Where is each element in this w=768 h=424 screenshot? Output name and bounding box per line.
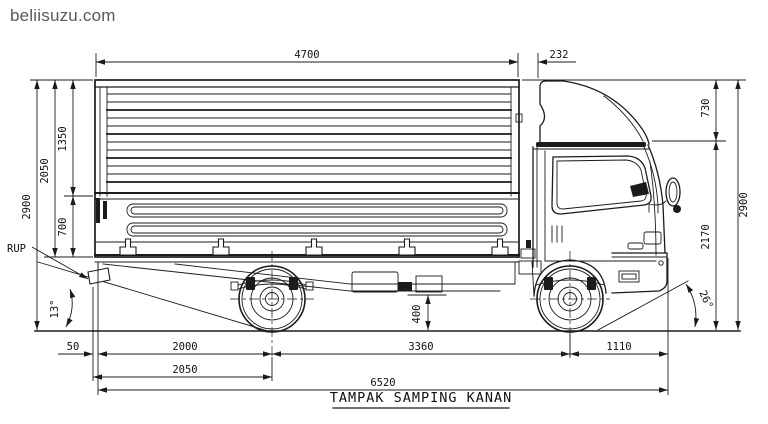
dim-wheelbase-label: 3360	[408, 341, 433, 353]
side-mirror	[648, 177, 681, 213]
drawing-title-label: TAMPAK SAMPING KANAN	[330, 390, 513, 406]
dimension-left-heights: 2900 2050 1350 700	[21, 79, 93, 330]
departure-angle-line	[37, 261, 269, 332]
cab-roof	[536, 142, 646, 147]
dim-deflector-height-label: 730	[700, 99, 712, 118]
dim-overall-length-label: 6520	[370, 377, 395, 389]
front-bumper	[611, 252, 668, 294]
site-watermark: beliisuzu.com	[10, 6, 116, 25]
dropside-hinges	[119, 238, 509, 256]
dimension-lengths: 50 2000 3360 1110 2050 6520	[58, 258, 669, 395]
dim-overall-height-left-label: 2900	[21, 194, 33, 219]
dim-overall-height-right-label: 2900	[738, 192, 750, 217]
dimension-ground-clearance: 400	[411, 295, 431, 330]
dim-lower-body-height-label: 700	[57, 218, 69, 237]
fuel-tank	[351, 271, 447, 296]
door-window	[551, 155, 652, 215]
rup-label: RUP	[7, 243, 26, 255]
cab-mounts	[518, 240, 542, 275]
roof-deflector	[539, 80, 650, 145]
door-handle	[627, 242, 644, 250]
cargo-box	[94, 79, 523, 258]
dim-cab-height-label: 2170	[700, 224, 712, 249]
dimension-departure-angle: 13°	[49, 288, 76, 328]
departure-angle-label: 13°	[49, 300, 61, 319]
dim-cab-gap-label: 232	[550, 49, 569, 61]
dim-ground-clearance-label: 400	[411, 305, 423, 324]
approach-angle-line	[597, 280, 689, 331]
rear-underrun-protection	[87, 261, 111, 285]
dim-body-inner-height-label: 2050	[39, 158, 51, 183]
dim-box-length-label: 4700	[294, 49, 319, 61]
dimension-right-heights: 730 2170 2900	[522, 79, 750, 330]
dim-rear-offset-label: 50	[67, 341, 80, 353]
dim-rear-overhang-label: 2050	[172, 364, 197, 376]
dim-upper-body-height-label: 1350	[57, 126, 69, 151]
dim-rear-body-to-axle-label: 2000	[172, 341, 197, 353]
dimension-cab-gap: 232	[506, 49, 576, 78]
rear-wheel	[230, 251, 314, 357]
side-vent-louver	[551, 225, 563, 243]
vent-window	[630, 182, 649, 197]
approach-angle-label: 26°	[696, 289, 715, 311]
rup-callout: RUP	[7, 243, 89, 280]
dimension-approach-angle: 26°	[685, 283, 715, 328]
dimension-box-length: 4700	[95, 49, 519, 77]
front-wheel-arch	[533, 259, 607, 297]
cab	[518, 80, 681, 297]
dim-front-overhang-label: 1110	[606, 341, 631, 353]
headlight	[643, 231, 662, 245]
rear-latch-hardware	[96, 198, 107, 223]
drawing-title: TAMPAK SAMPING KANAN	[330, 390, 513, 409]
